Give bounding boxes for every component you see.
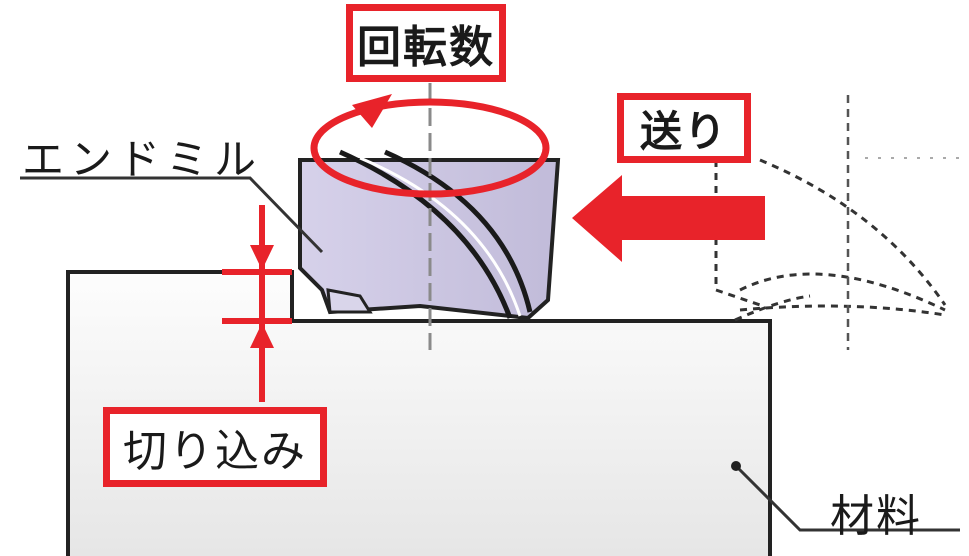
feed-label: 送り [617, 93, 751, 163]
end-mill-flute [383, 149, 533, 313]
feed-arrow [572, 175, 765, 262]
rotation-ellipse [310, 98, 550, 198]
depth-of-cut-marker [222, 205, 292, 402]
rotation-speed-label: 回転数 [346, 4, 506, 82]
material-label: 材料 [830, 491, 922, 542]
end-mill-flute-highlight [359, 156, 522, 317]
material-leader-line [734, 464, 960, 532]
rotation-arrowhead [352, 94, 392, 128]
cutting-edge [326, 288, 373, 314]
ghost-end-mill-outline [714, 158, 947, 322]
end-mill-leader-line [20, 176, 324, 254]
material-leader-dot [731, 461, 741, 471]
end-mill-label: エンドミル [22, 135, 263, 184]
end-mill-flute [338, 149, 513, 319]
depth-of-cut-label: 切り込み [103, 407, 327, 487]
